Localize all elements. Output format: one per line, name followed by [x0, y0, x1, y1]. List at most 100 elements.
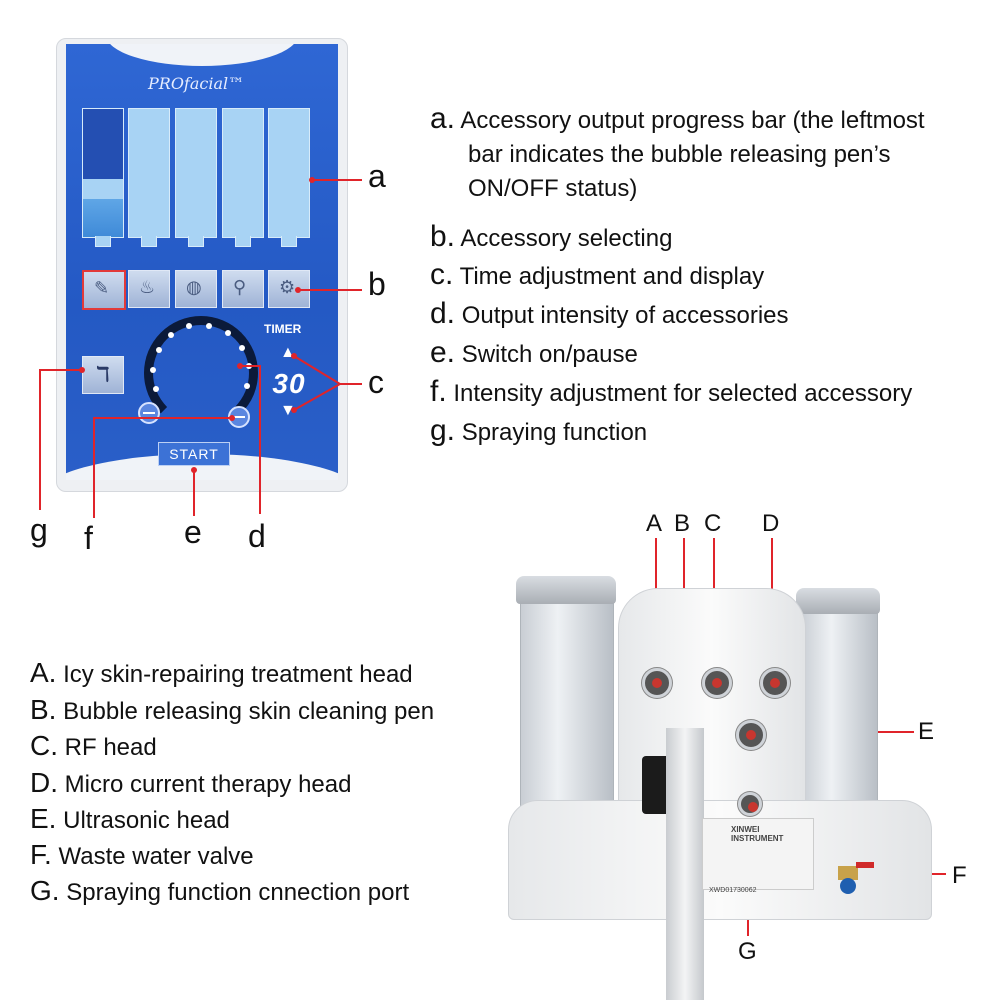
dial-dot	[186, 323, 193, 330]
timer-label: TIMER	[264, 322, 302, 336]
port-rf-head[interactable]	[702, 668, 732, 698]
callout-c: c	[368, 364, 384, 400]
callout-A: A	[646, 510, 663, 537]
callout-B: B	[674, 510, 691, 537]
description-text: Intensity adjustment for selected access…	[453, 380, 913, 407]
bar-tab	[235, 236, 251, 247]
port-ultrasonic[interactable]	[736, 720, 766, 750]
callout-f: f	[84, 520, 93, 556]
callout-a: a	[368, 158, 386, 194]
port-micro-current[interactable]	[760, 668, 790, 698]
bar-tab	[95, 236, 111, 247]
dial-dot	[150, 366, 157, 373]
description-text: Accessory output progress bar (the leftm…	[460, 107, 925, 134]
intensity-decrease-button[interactable]	[138, 402, 160, 424]
description-text-cont: bar indicates the bubble releasing pen’s	[468, 141, 891, 168]
part-text: Waste water valve	[58, 843, 254, 870]
part-text: Spraying function cnnection port	[66, 879, 410, 906]
part-key: E.	[30, 803, 57, 834]
description-b: b. Accessory selecting	[430, 220, 990, 256]
callout-e: e	[184, 514, 202, 550]
description-text: Time adjustment and display	[459, 263, 765, 290]
description-key: b.	[430, 220, 456, 253]
description-text: Output intensity of accessories	[461, 302, 789, 329]
part-c: C. RF head	[30, 731, 490, 763]
callout-d: d	[248, 518, 266, 554]
output-progress-bar	[268, 108, 310, 238]
accessory-select-3[interactable]: ◍	[175, 270, 217, 308]
part-text: Icy skin-repairing treatment head	[63, 661, 413, 688]
bar-tab	[281, 236, 297, 247]
bar-tab	[141, 236, 157, 247]
rf-head-icon: ◍	[186, 277, 202, 297]
description-a: a. Accessory output progress bar (the le…	[430, 102, 990, 206]
dial-dot	[238, 344, 245, 351]
left-tank-cap	[516, 576, 616, 604]
dial-dot	[155, 347, 162, 354]
description-key: d.	[430, 297, 456, 330]
description-text-cont: ON/OFF status)	[468, 175, 638, 202]
port-spraying[interactable]	[738, 792, 762, 816]
description-e: e. Switch on/pause	[430, 336, 990, 372]
bar-tab	[188, 236, 204, 247]
right-tank-cap	[796, 588, 880, 614]
left-water-tank	[520, 588, 614, 820]
intensity-increase-button[interactable]	[228, 406, 250, 428]
part-text: Ultrasonic head	[63, 807, 230, 834]
description-text: Switch on/pause	[461, 341, 638, 368]
callout-C: C	[704, 510, 722, 537]
bubble-pen-hose	[666, 728, 704, 1000]
label-maker: XINWEI INSTRUMENT	[731, 825, 784, 843]
output-progress-bar	[175, 108, 217, 238]
label-serial: XWD01730062	[709, 887, 757, 894]
spray-button[interactable]: ℸ	[82, 356, 124, 394]
part-e: E. Ultrasonic head	[30, 804, 490, 836]
callout-E: E	[918, 718, 935, 745]
output-progress-bar	[222, 108, 264, 238]
part-text: Bubble releasing skin cleaning pen	[63, 698, 435, 725]
part-key: B.	[30, 694, 57, 725]
micro-current-icon: ⚲	[233, 277, 247, 297]
start-button[interactable]: START	[158, 442, 230, 466]
part-key: D.	[30, 767, 58, 798]
description-text: Accessory selecting	[460, 225, 673, 252]
bubble-pen-icon: ✎	[94, 278, 110, 298]
dial-dot	[168, 332, 175, 339]
dial-dot	[224, 330, 231, 337]
brand-logo: PROfacial™	[148, 74, 245, 93]
accessory-select-4[interactable]: ⚲	[222, 270, 264, 308]
timer-up-button[interactable]: ▲	[280, 344, 296, 361]
part-g: G. Spraying function cnnection port	[30, 876, 490, 908]
description-text: Spraying function	[461, 419, 648, 446]
bar-fill	[83, 198, 123, 237]
timer-display: 30	[272, 368, 306, 399]
accessory-select-2[interactable]: ♨	[128, 270, 170, 308]
ultrasonic-icon: ⚙	[279, 277, 296, 297]
description-key: c.	[430, 258, 454, 291]
part-b: B. Bubble releasing skin cleaning pen	[30, 695, 490, 727]
waste-water-valve[interactable]	[834, 856, 874, 896]
output-progress-bar	[128, 108, 170, 238]
accessory-select-5[interactable]: ⚙	[268, 270, 310, 308]
part-f: F. Waste water valve	[30, 840, 490, 872]
callout-D: D	[762, 510, 780, 537]
callout-F: F	[952, 862, 967, 889]
part-key: G.	[30, 875, 60, 906]
callout-g: g	[30, 512, 48, 548]
description-key: e.	[430, 336, 456, 369]
icy-head-icon: ♨	[139, 277, 156, 297]
part-text: Micro current therapy head	[64, 771, 352, 798]
part-text: RF head	[64, 734, 157, 761]
description-f: f. Intensity adjustment for selected acc…	[430, 375, 990, 411]
description-c: c. Time adjustment and display	[430, 258, 990, 294]
spray-gun-icon: ℸ	[96, 364, 110, 386]
rating-label: XINWEI INSTRUMENT XWD01730062	[702, 818, 814, 894]
port-icy-head[interactable]	[642, 668, 672, 698]
dial-dot	[206, 322, 213, 329]
accessory-select-1[interactable]: ✎	[82, 270, 126, 310]
callout-G: G	[738, 938, 757, 965]
timer-down-button[interactable]: ▼	[280, 402, 296, 419]
bar-dark-region	[83, 109, 123, 180]
description-key: a.	[430, 102, 456, 135]
part-key: A.	[30, 657, 57, 688]
